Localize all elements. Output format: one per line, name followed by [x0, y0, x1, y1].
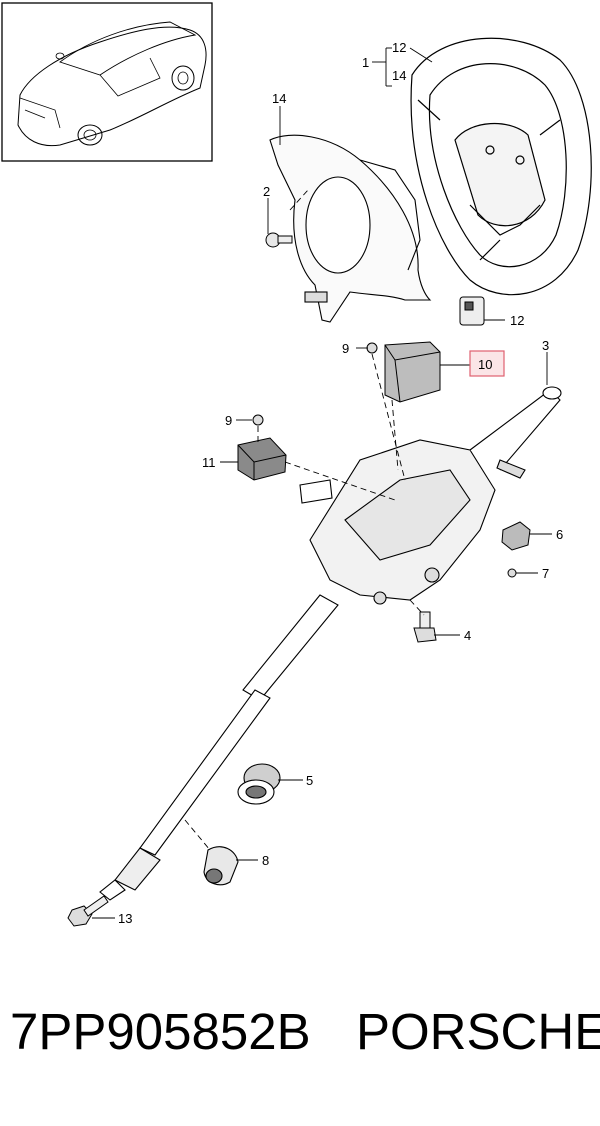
steering-wheel-trim-cover	[269, 134, 432, 323]
screw-9-lower	[252, 414, 264, 426]
callout-label-4: 4	[464, 628, 471, 643]
car-thumbnail	[1, 2, 213, 162]
module-11	[237, 437, 287, 481]
callout-label-12-clip: 12	[510, 313, 524, 328]
part-number: 7PP905852B	[10, 1003, 311, 1060]
callout-label-1: 1	[362, 55, 369, 70]
callout-labels: 12 1 14 14 2 12 9 10 3 9 11 6 7 4 5 8 13	[118, 40, 563, 926]
callout-label-8: 8	[262, 853, 269, 868]
boot-8	[203, 846, 239, 886]
bolt-4	[413, 611, 437, 643]
steering-wheel	[410, 37, 592, 296]
assembly-guide-lines	[184, 189, 425, 851]
callout-label-12-top: 12	[392, 40, 406, 55]
callout-label-14-cover: 14	[272, 91, 286, 106]
clip-12	[459, 296, 485, 326]
callout-label-2: 2	[263, 184, 270, 199]
bolt-13	[67, 895, 109, 927]
bushing-5	[237, 763, 281, 805]
screw-2	[265, 232, 293, 248]
part-caption: 7PP905852B PORSCHE	[0, 1002, 600, 1082]
steering-column-housing	[299, 386, 562, 605]
screw-7	[507, 568, 517, 578]
screw-9-upper	[366, 342, 378, 354]
callout-label-14-top: 14	[392, 68, 406, 83]
callout-label-3: 3	[542, 338, 549, 353]
callout-label-13: 13	[118, 911, 132, 926]
highlight-box-10	[469, 350, 505, 377]
brand-name: PORSCHE	[356, 1003, 600, 1060]
callout-label-9-upper: 9	[342, 341, 349, 356]
lower-steering-shaft	[99, 594, 339, 901]
callout-label-5: 5	[306, 773, 313, 788]
callout-label-7: 7	[542, 566, 549, 581]
clip-6	[501, 521, 531, 551]
callout-label-9-lower: 9	[225, 413, 232, 428]
control-unit-10	[384, 341, 441, 403]
callout-label-10: 10	[478, 357, 492, 372]
callout-label-11: 11	[202, 455, 216, 470]
callout-leader-lines	[92, 47, 552, 919]
callout-label-6: 6	[556, 527, 563, 542]
